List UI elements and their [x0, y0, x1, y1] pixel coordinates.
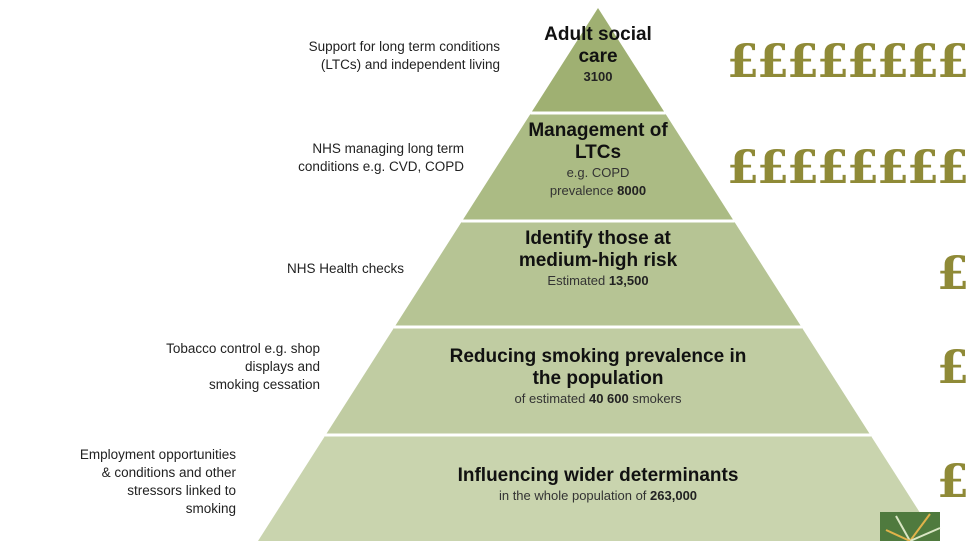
left-description-line: stressors linked to [127, 483, 236, 498]
tier-title: LTCs [574, 142, 622, 163]
left-description-line: smoking cessation [208, 377, 320, 392]
pyramid-tier-2 [461, 114, 735, 222]
tier-subtitle-suffix: smokers [628, 391, 682, 406]
tier-subtitle-text: Estimated [547, 273, 609, 288]
tier-subtitle: 3100 [368, 68, 828, 86]
left-description-line: smoking [185, 501, 236, 516]
tier-subtitle-text: e.g. COPD [566, 165, 630, 180]
cost-indicator-pounds: ££££££££ [726, 140, 969, 194]
tier-count: 13,500 [608, 273, 649, 288]
left-description-line: (LTCs) and independent living [320, 57, 500, 72]
tier-subtitle: Estimated 13,500 [368, 272, 828, 290]
tier-title: the population [532, 368, 664, 389]
pyramid-tier-5 [258, 436, 938, 541]
tier-subtitle-text: in the whole population of [498, 488, 651, 503]
left-description-5: Employment opportunities & conditions and… [80, 446, 236, 518]
left-description-line: Support for long term conditions [308, 39, 500, 54]
cost-indicator-pounds: ££££££££ [726, 34, 969, 88]
pyramid-tier-1 [530, 8, 666, 114]
tier-title: Adult social [544, 24, 652, 45]
tier-title: Management of [528, 120, 668, 141]
left-description-line: Employment opportunities [79, 447, 236, 462]
cost-indicator-pounds: £ [936, 454, 969, 508]
tier-title: Reducing smoking prevalence in [449, 346, 747, 367]
left-description-line: NHS Health checks [286, 261, 404, 276]
tier-title: Influencing wider determinants [457, 465, 739, 486]
tier-subtitle: prevalence 8000 [368, 182, 828, 200]
tier-count: 3100 [583, 69, 613, 84]
tier-count: 263,000 [650, 488, 698, 503]
tier-subtitle-text: prevalence [549, 183, 618, 198]
left-description-line: conditions e.g. CVD, COPD [298, 159, 464, 174]
tier-subtitle: in the whole population of 263,000 [368, 487, 828, 505]
left-description-3: NHS Health checks [287, 260, 404, 278]
left-description-1: Support for long term conditions (LTCs) a… [309, 38, 500, 74]
left-description-line: Tobacco control e.g. shop [166, 341, 320, 356]
pyramid-tier-4 [324, 328, 872, 436]
tier-title: care [578, 46, 618, 67]
tier-subtitle: e.g. COPD [368, 164, 828, 182]
tier-count: 8000 [617, 183, 647, 198]
tier-title: Identify those at [525, 228, 671, 249]
left-description-2: NHS managing long term conditions e.g. CV… [298, 140, 464, 176]
left-description-4: Tobacco control e.g. shop displays and smo… [166, 340, 320, 394]
tier-subtitle-text: of estimated [514, 391, 589, 406]
leaf-burst-logo-icon [880, 512, 941, 541]
pyramid-tier-3 [393, 222, 803, 328]
cost-indicator-pounds: £ [936, 340, 969, 394]
tier-subtitle: of estimated 40 600 smokers [368, 390, 828, 408]
cost-indicator-pounds: £ [936, 246, 969, 300]
left-description-line: NHS managing long term [312, 141, 464, 156]
left-description-line: displays and [244, 359, 320, 374]
tier-count: 40 600 [588, 391, 629, 406]
tier-title: medium-high risk [518, 250, 678, 271]
left-description-line: & conditions and other [101, 465, 236, 480]
